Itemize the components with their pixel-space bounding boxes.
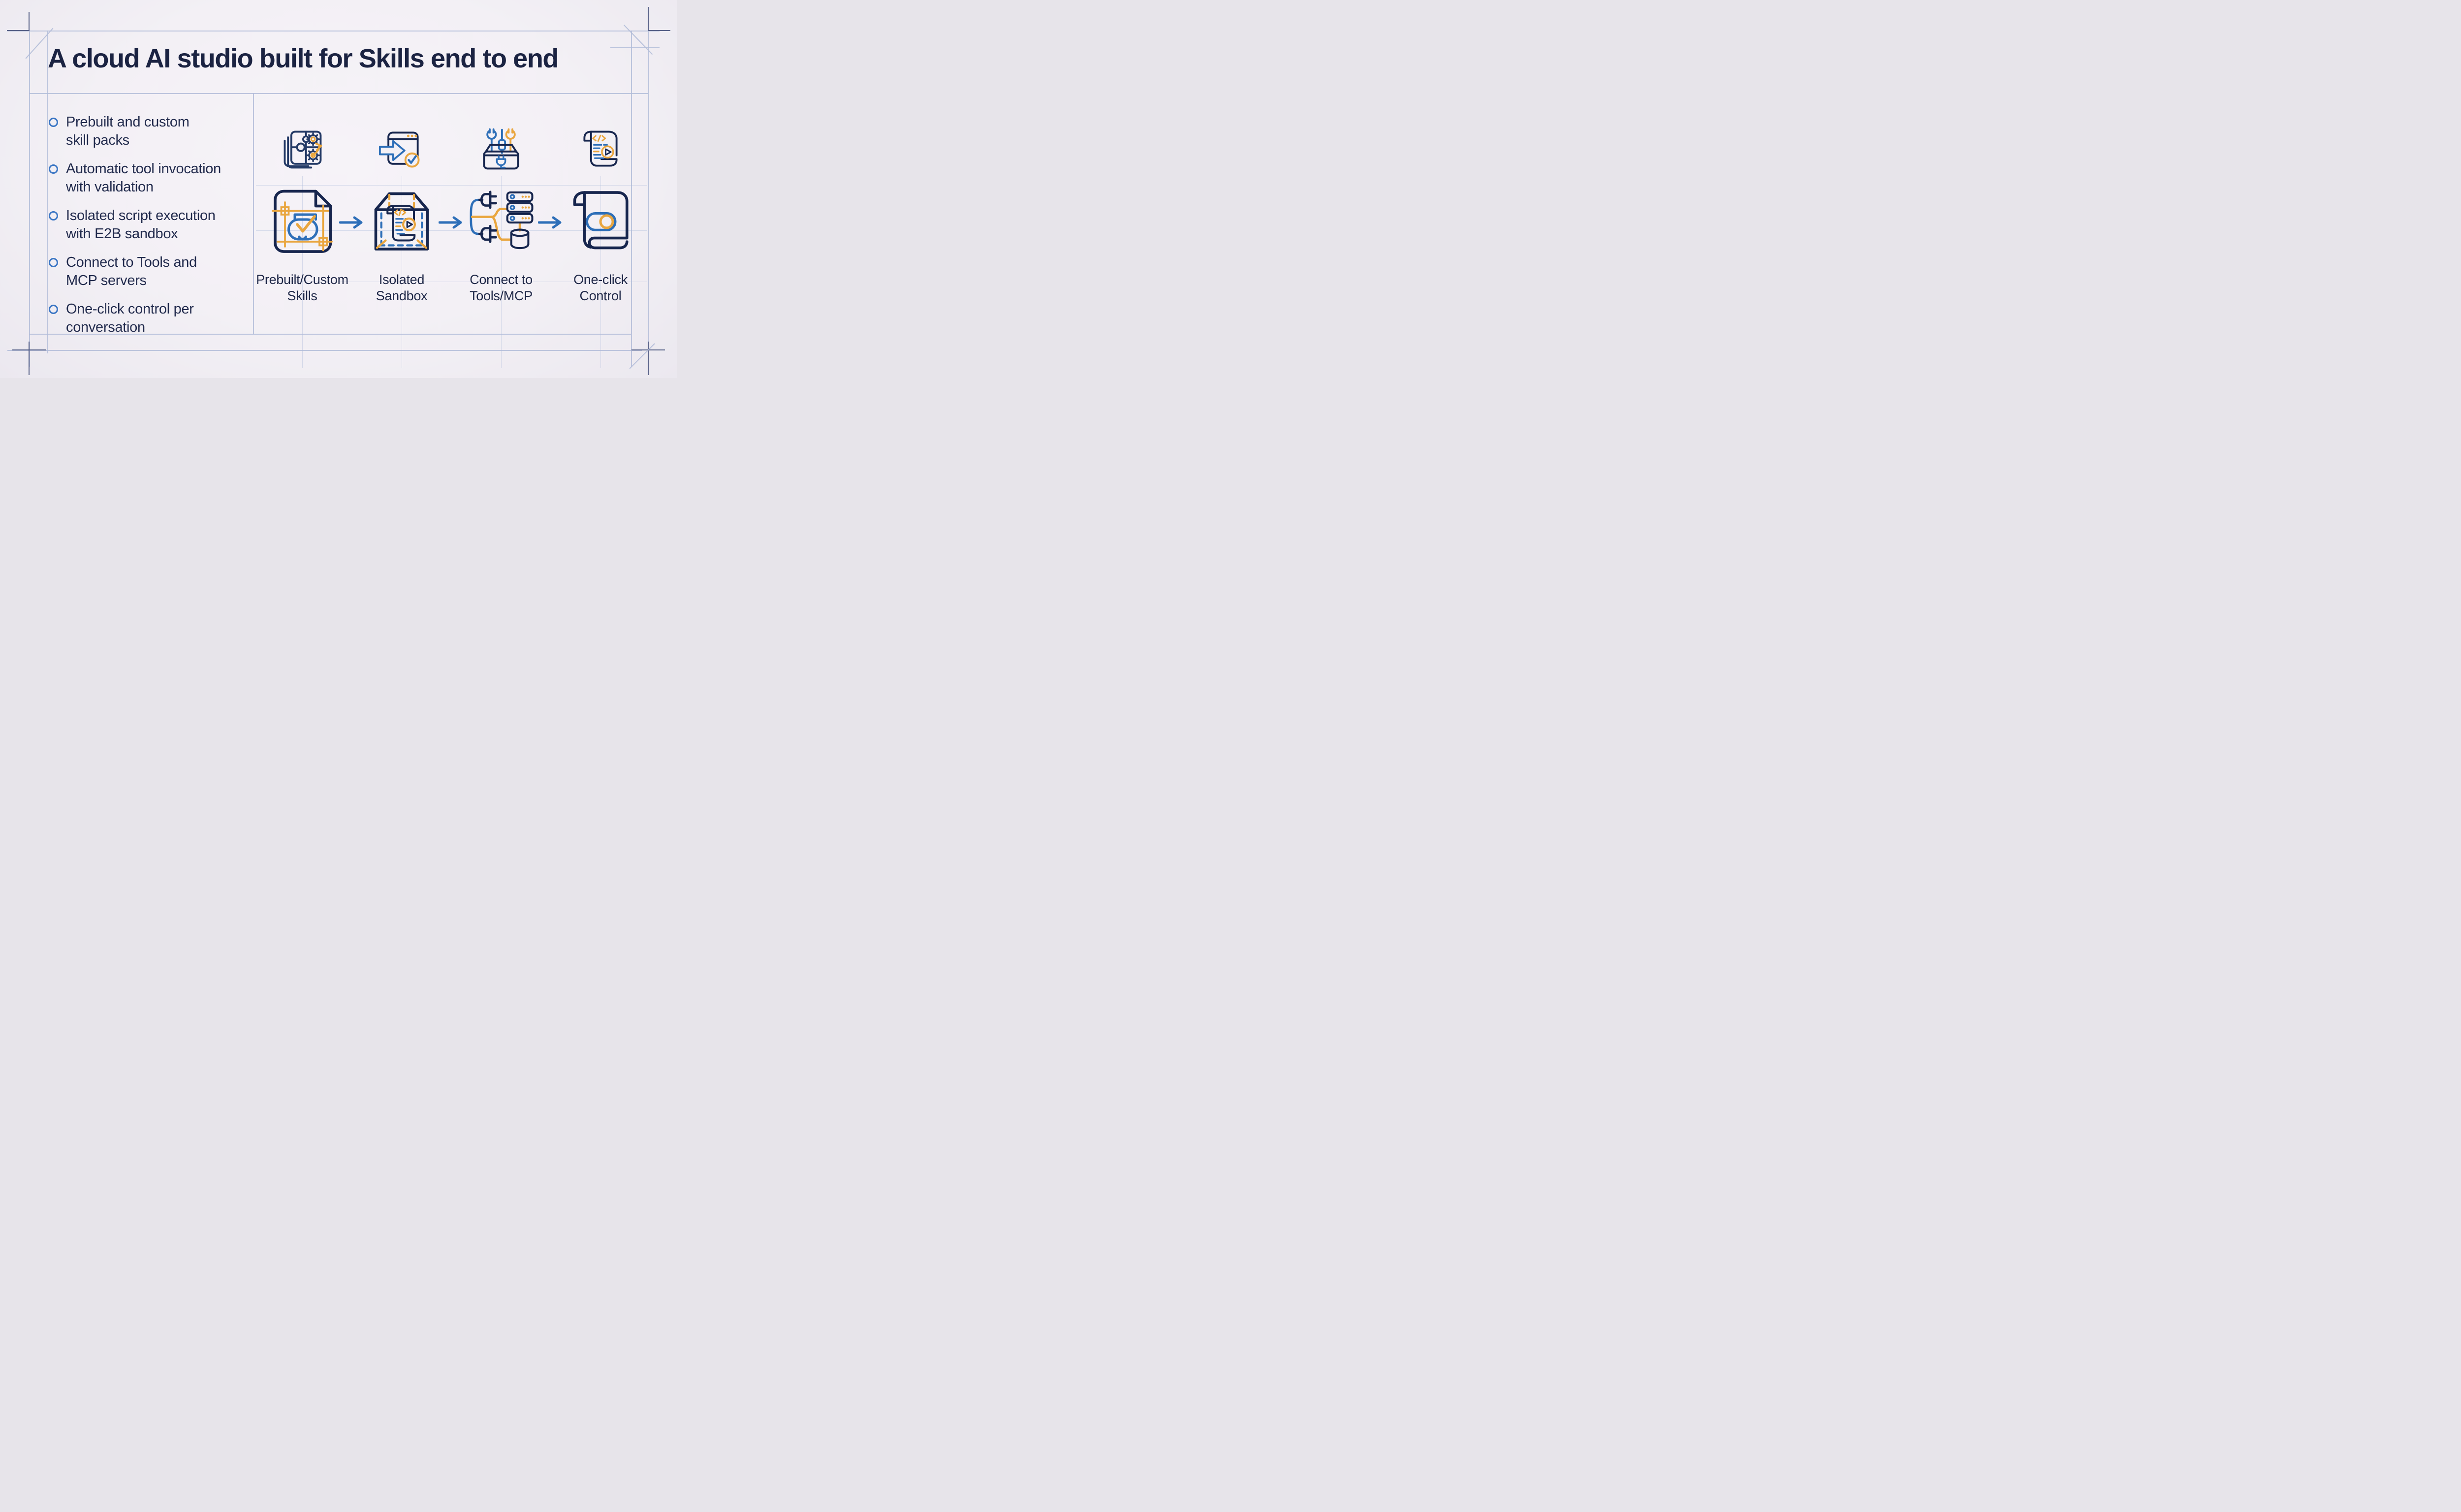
sandbox-cube-script-icon bbox=[365, 185, 439, 259]
corner-slash-bottom-right bbox=[629, 343, 655, 369]
feature-bullet-list: Prebuilt and custom skill packs Automatic… bbox=[49, 113, 255, 337]
bullet-text-line: with E2B sandbox bbox=[66, 226, 178, 242]
guide-horizontal-top bbox=[7, 31, 660, 32]
corner-mark-top-left-h bbox=[7, 30, 30, 31]
pipeline-label-line: Prebuilt/Custom bbox=[256, 272, 348, 287]
corner-cross-bottom-right-v bbox=[648, 342, 649, 375]
bullet-text-line: skill packs bbox=[66, 132, 129, 148]
grid-vertical-col1 bbox=[302, 176, 303, 368]
puzzle-skill-packs-icon bbox=[279, 126, 326, 173]
bullet-text-line: Automatic tool invocation bbox=[66, 161, 221, 177]
guide-vertical-right-inner bbox=[631, 31, 632, 367]
corner-cross-bottom-left-h bbox=[12, 349, 46, 350]
guide-vertical-left-outer bbox=[29, 31, 30, 367]
pipeline-label-line: Skills bbox=[287, 288, 317, 303]
pipeline-label-line: Isolated bbox=[379, 272, 425, 287]
bullet-ring-icon bbox=[49, 164, 58, 174]
code-scroll-play-icon bbox=[577, 126, 624, 173]
flow-right-arrow-icon bbox=[339, 216, 365, 229]
bullet-item-skill-packs: Prebuilt and custom skill packs bbox=[49, 113, 255, 150]
guide-horizontal-under-title bbox=[29, 93, 648, 94]
window-import-check-icon bbox=[378, 126, 425, 173]
guide-vertical-left-inner bbox=[47, 31, 48, 353]
pipeline-label-line: Connect to bbox=[470, 272, 533, 287]
pipeline-step-label: Prebuilt/Custom Skills bbox=[248, 272, 356, 304]
flow-right-arrow-icon bbox=[439, 216, 464, 229]
blueprint-document-check-icon bbox=[265, 185, 339, 259]
corner-mark-top-right-v bbox=[648, 7, 649, 31]
guide-horizontal-bottom bbox=[7, 350, 642, 351]
pipeline-step-prebuilt-custom-skills: Prebuilt/Custom Skills bbox=[253, 118, 351, 315]
pipeline-label-line: One-click bbox=[573, 272, 628, 287]
bullet-text-line: Isolated script execution bbox=[66, 208, 216, 223]
pipeline-step-isolated-sandbox: Isolated Sandbox bbox=[352, 118, 451, 315]
pipeline-step-label: One-click Control bbox=[546, 272, 655, 304]
bullet-text-line: Prebuilt and custom bbox=[66, 114, 189, 130]
bullet-text-line: Connect to Tools and bbox=[66, 254, 197, 270]
pipeline-label-line: Control bbox=[579, 288, 622, 303]
pipeline-step-connect-tools-mcp: Connect to Tools/MCP bbox=[452, 118, 550, 315]
flow-right-arrow-icon bbox=[538, 216, 564, 229]
slide-title: A cloud AI studio built for Skills end t… bbox=[48, 44, 559, 73]
bullet-ring-icon bbox=[49, 305, 58, 314]
guide-vertical-right-outer bbox=[648, 31, 649, 343]
bullet-text-line: with validation bbox=[66, 179, 154, 195]
bullet-text-line: MCP servers bbox=[66, 273, 147, 288]
corner-mark-top-right-h bbox=[648, 30, 670, 31]
scroll-toggle-icon bbox=[564, 185, 637, 259]
bullet-ring-icon bbox=[49, 118, 58, 127]
guide-vertical-panel-divider bbox=[253, 93, 254, 334]
grid-vertical-col4 bbox=[600, 176, 601, 368]
toolbox-icon bbox=[477, 126, 525, 173]
guide-horizontal-content-bottom bbox=[29, 334, 631, 335]
grid-horizontal-icons-top bbox=[256, 185, 647, 186]
bullet-item-tool-invocation: Automatic tool invocation with validation bbox=[49, 160, 255, 196]
bullet-ring-icon bbox=[49, 211, 58, 220]
corner-cross-bottom-left-v bbox=[29, 342, 30, 375]
slide-canvas: A cloud AI studio built for Skills end t… bbox=[0, 0, 677, 378]
guide-horizontal-top-right-short bbox=[610, 47, 660, 48]
pipeline-label-line: Sandbox bbox=[376, 288, 428, 303]
bullet-text-line: One-click control per bbox=[66, 301, 194, 317]
grid-vertical-col3 bbox=[501, 176, 502, 368]
corner-mark-top-left-v bbox=[29, 12, 30, 31]
pipeline-step-label: Isolated Sandbox bbox=[347, 272, 456, 304]
bullet-text-line: conversation bbox=[66, 319, 145, 335]
grid-horizontal-icons-mid bbox=[256, 230, 647, 231]
bullet-item-one-click-control: One-click control per conversation bbox=[49, 300, 255, 337]
bullet-ring-icon bbox=[49, 258, 58, 267]
pipeline-step-one-click-control: One-click Control bbox=[551, 118, 650, 315]
plugs-servers-database-icon bbox=[464, 185, 538, 259]
bullet-item-isolated-execution: Isolated script execution with E2B sandbo… bbox=[49, 207, 255, 243]
pipeline-label-line: Tools/MCP bbox=[470, 288, 533, 303]
pipeline-step-label: Connect to Tools/MCP bbox=[447, 272, 555, 304]
